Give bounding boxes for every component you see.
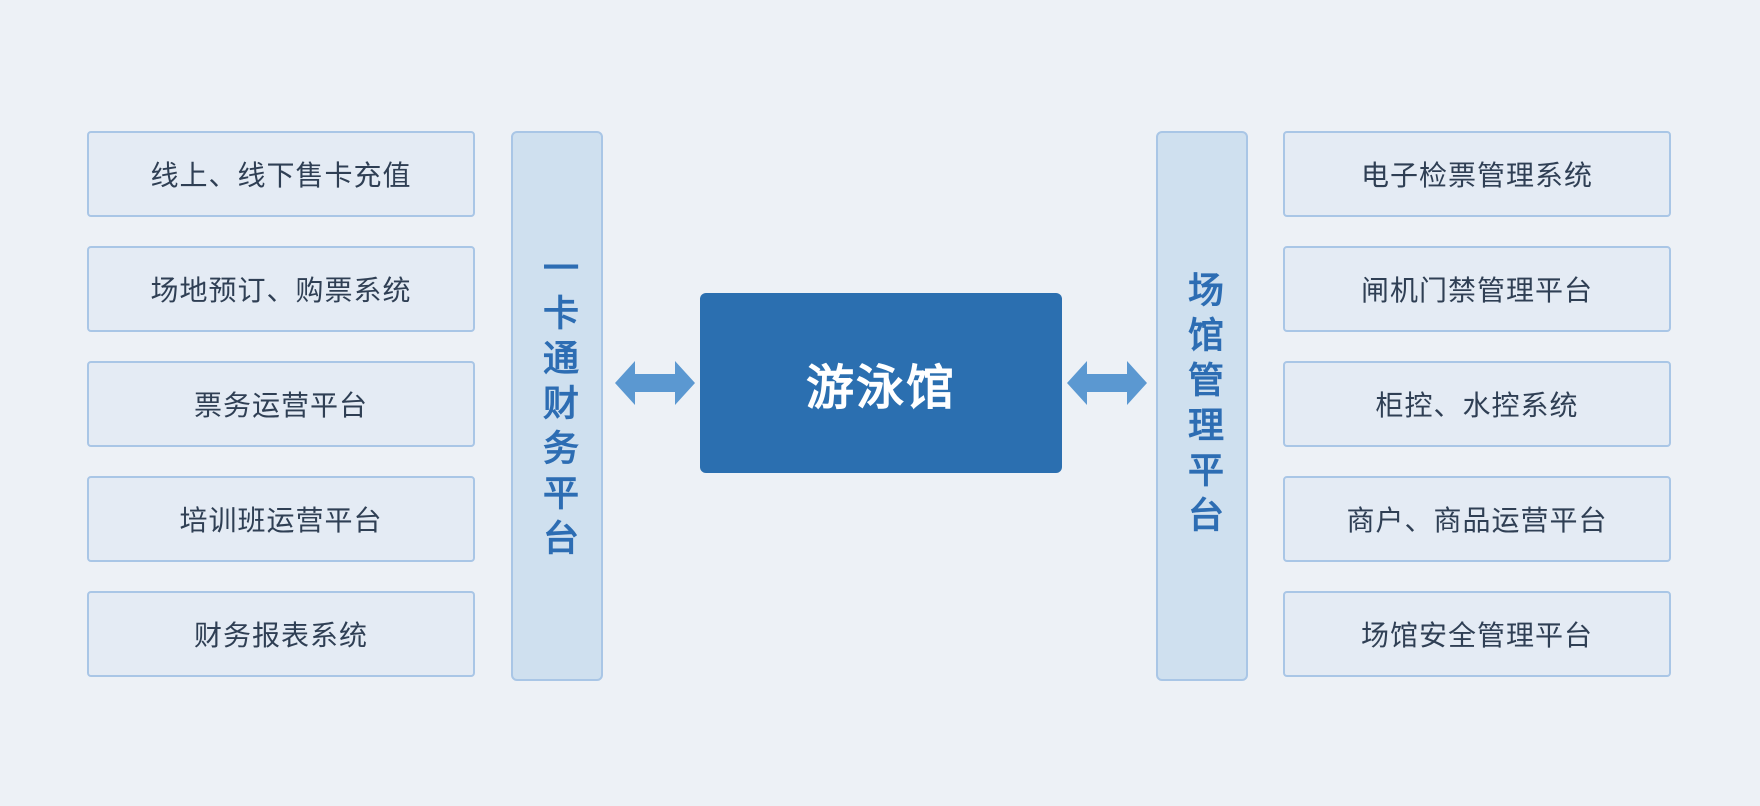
left-item-3-label: 票务运营平台 [193, 389, 368, 422]
right-platform-pillar: 场馆管理平台 [1156, 131, 1248, 681]
left-item-4-label: 培训班运营平台 [179, 504, 383, 537]
left-item-1-label: 线上、线下售卡充值 [150, 159, 412, 192]
center-node: 游泳馆 [700, 293, 1062, 473]
left-double-arrow-icon [615, 361, 695, 405]
left-platform-pillar: 一卡通财务平台 [511, 131, 603, 681]
right-item-4: 商户、商品运营平台 [1283, 476, 1671, 562]
right-platform-label: 场馆管理平台 [1182, 271, 1223, 541]
right-item-5-label: 场馆安全管理平台 [1360, 619, 1593, 652]
right-item-5: 场馆安全管理平台 [1283, 591, 1671, 677]
left-item-3: 票务运营平台 [87, 361, 475, 447]
left-item-4: 培训班运营平台 [87, 476, 475, 562]
right-item-2-label: 闸机门禁管理平台 [1360, 274, 1593, 307]
left-item-1: 线上、线下售卡充值 [87, 131, 475, 217]
right-item-1: 电子检票管理系统 [1283, 131, 1671, 217]
right-item-2: 闸机门禁管理平台 [1283, 246, 1671, 332]
left-platform-label: 一卡通财务平台 [537, 248, 578, 564]
left-item-5-label: 财务报表系统 [193, 619, 368, 652]
left-item-2-label: 场地预订、购票系统 [150, 274, 412, 307]
center-node-label: 游泳馆 [805, 360, 956, 416]
right-item-3: 柜控、水控系统 [1283, 361, 1671, 447]
left-item-5: 财务报表系统 [87, 591, 475, 677]
left-item-2: 场地预订、购票系统 [87, 246, 475, 332]
right-item-3-label: 柜控、水控系统 [1375, 389, 1579, 422]
right-item-1-label: 电子检票管理系统 [1360, 159, 1593, 192]
right-item-4-label: 商户、商品运营平台 [1346, 504, 1608, 537]
right-double-arrow-icon [1067, 361, 1147, 405]
